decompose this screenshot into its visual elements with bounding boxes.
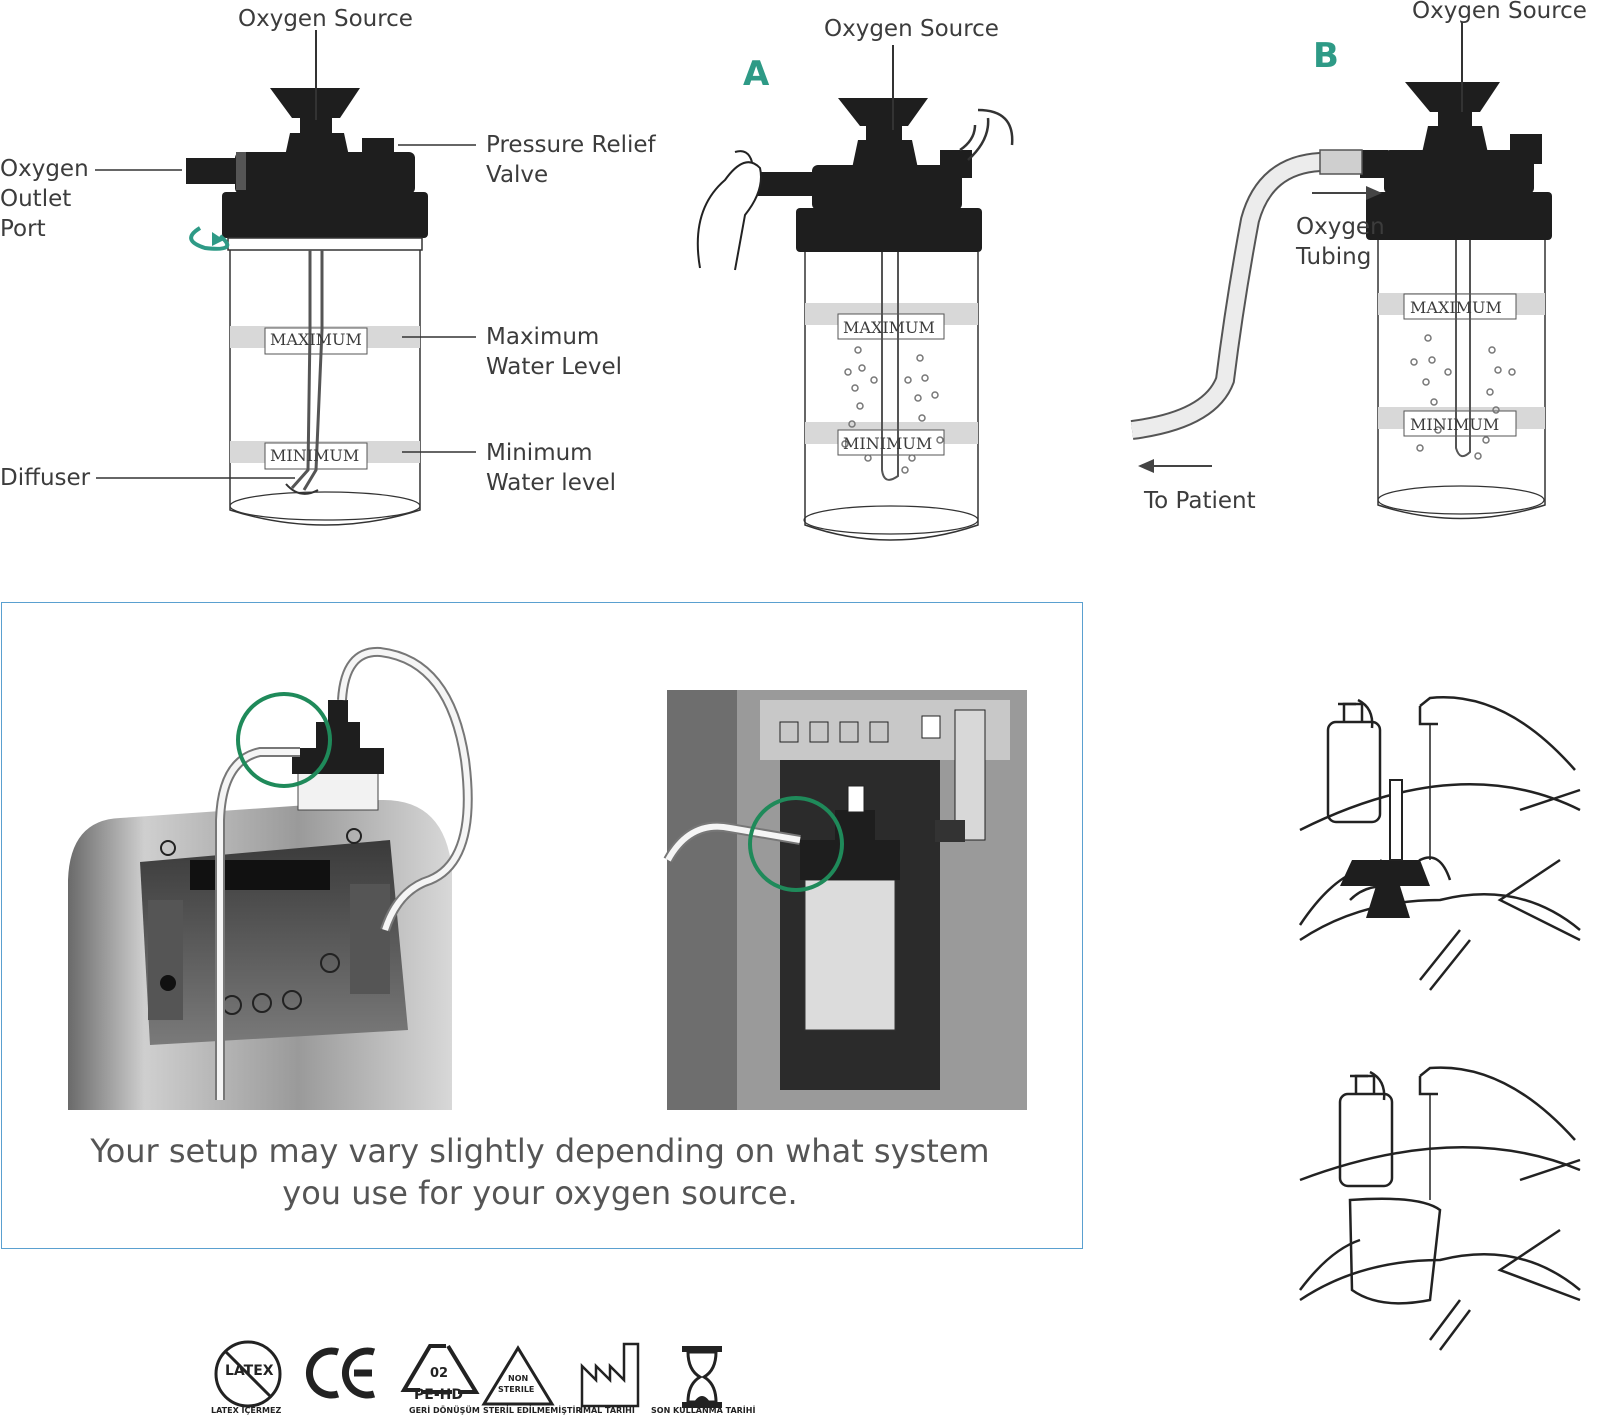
non-sterile-icon-line2: STERILE bbox=[498, 1385, 535, 1394]
oxygen-outlet-port-label-line1: Oxygen bbox=[0, 156, 89, 182]
recycle-material: PE-HD bbox=[414, 1387, 463, 1403]
oxygen-outlet-port-label-line3: Port bbox=[0, 216, 46, 242]
humidifier-labeled bbox=[95, 30, 476, 526]
oxygen-source-label: Oxygen Source bbox=[238, 6, 413, 32]
manufacture-caption: İMAL TARİHİ bbox=[580, 1406, 635, 1415]
setup-note-line2: you use for your oxygen source. bbox=[282, 1174, 798, 1212]
concentrator-front-view bbox=[663, 690, 1027, 1110]
hourglass-symbol bbox=[682, 1346, 722, 1408]
diffuser-label: Diffuser bbox=[0, 465, 91, 491]
latex-caption: LATEX İÇERMEZ bbox=[211, 1406, 282, 1415]
concentrator-top-view bbox=[68, 646, 473, 1110]
figure-b-jar-min-marking: MINIMUM bbox=[1410, 415, 1500, 434]
cap-in-hands bbox=[1340, 779, 1430, 918]
setup-frame bbox=[1, 602, 1083, 1249]
figure-b-jar-max-marking: MAXIMUM bbox=[1410, 298, 1502, 317]
setup-note-line1: Your setup may vary slightly depending o… bbox=[90, 1132, 990, 1170]
figure-b-letter: B bbox=[1313, 36, 1339, 76]
non-sterile-symbol bbox=[481, 1345, 555, 1406]
recycle-symbol bbox=[400, 1344, 480, 1394]
latex-free-symbol bbox=[214, 1340, 282, 1408]
oxygen-outlet-port-label-line2: Outlet bbox=[0, 186, 72, 212]
pressure-relief-valve-label-line1: Pressure Relief bbox=[486, 132, 656, 158]
minimum-water-level-label-line2: Water level bbox=[486, 470, 616, 496]
washing-jar-illustration bbox=[1299, 1066, 1581, 1351]
recycle-caption: GERİ DÖNÜŞÜM bbox=[409, 1406, 480, 1415]
non-sterile-caption: STERİL EDİLMEMİŞTİR bbox=[483, 1406, 582, 1415]
to-patient-label: To Patient bbox=[1144, 488, 1256, 514]
oxygen-tubing-label-line2: Tubing bbox=[1296, 244, 1372, 270]
humidifier-connected bbox=[1130, 22, 1552, 520]
ce-mark-symbol bbox=[305, 1347, 376, 1399]
expiry-caption: SON KULLANMA TARİHİ bbox=[651, 1406, 756, 1415]
latex-icon-text: LATEX bbox=[225, 1363, 274, 1379]
minimum-water-level-label-line1: Minimum bbox=[486, 440, 593, 466]
figure-a-jar-max-marking: MAXIMUM bbox=[843, 318, 935, 337]
manufacture-date-symbol bbox=[580, 1342, 640, 1408]
jar-min-marking: MINIMUM bbox=[270, 446, 360, 465]
figure-b-oxygen-source-label: Oxygen Source bbox=[1412, 0, 1587, 24]
humidifier-check-valve bbox=[696, 45, 1014, 541]
pressure-relief-valve-label-line2: Valve bbox=[486, 162, 549, 188]
figure-a-oxygen-source-label: Oxygen Source bbox=[824, 16, 999, 42]
jar-max-marking: MAXIMUM bbox=[270, 330, 362, 349]
washing-cap-illustration bbox=[1298, 696, 1581, 991]
maximum-water-level-label-line1: Maximum bbox=[486, 324, 600, 350]
oxygen-tubing-label-line1: Oxygen bbox=[1296, 214, 1385, 240]
recycle-code: 02 bbox=[430, 1366, 449, 1381]
non-sterile-icon-line1: NON bbox=[508, 1374, 529, 1383]
maximum-water-level-label-line2: Water Level bbox=[486, 354, 623, 380]
figure-a-jar-min-marking: MINIMUM bbox=[843, 434, 933, 453]
figure-a-letter: A bbox=[743, 54, 770, 94]
setup-note: Your setup may vary slightly depending o… bbox=[20, 1130, 1060, 1214]
